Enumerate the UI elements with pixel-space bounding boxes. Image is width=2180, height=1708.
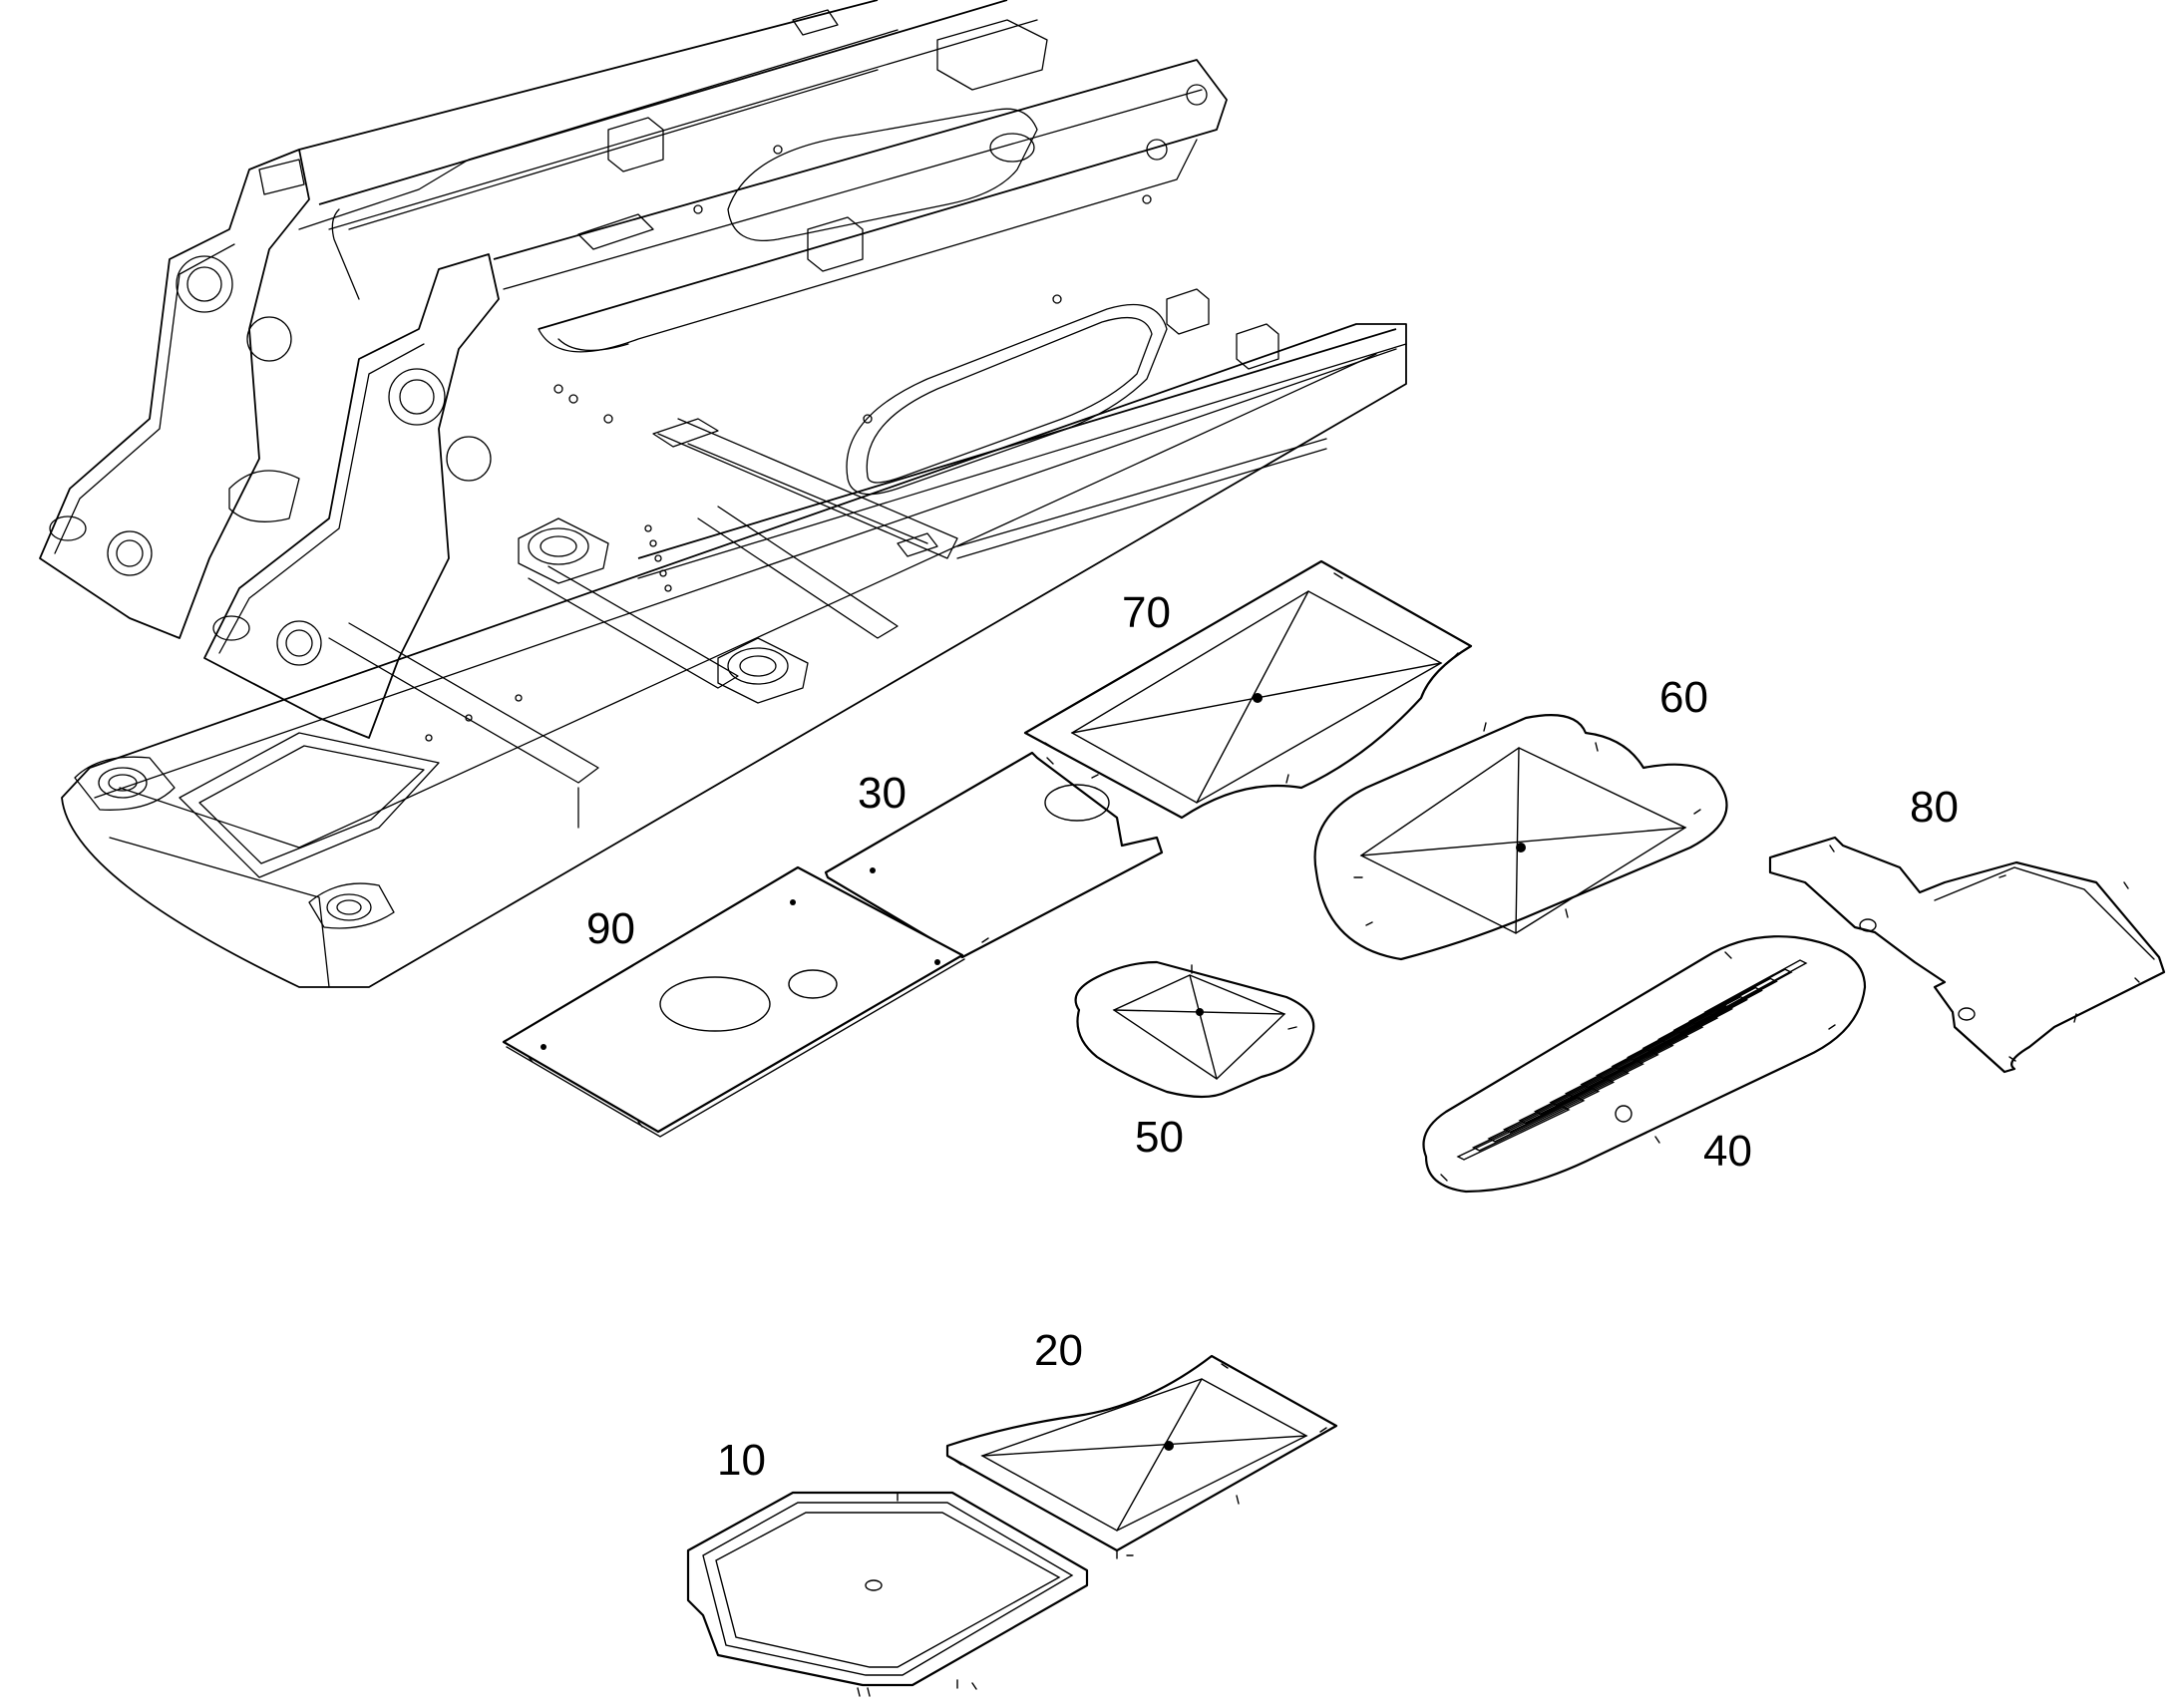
part-20-plate [945, 1354, 1338, 1559]
part-60-plate [1313, 714, 1728, 961]
part-label-10: 10 [717, 1436, 766, 1485]
part-label-50: 50 [1135, 1113, 1184, 1162]
part-label-80: 80 [1910, 783, 1959, 832]
part-90-plate [502, 865, 965, 1138]
grille-slot [1703, 959, 1808, 1016]
part-30-plate [824, 751, 1164, 959]
part-label-30: 30 [858, 769, 907, 818]
part-50-plate [1074, 960, 1315, 1099]
part-label-70: 70 [1122, 588, 1171, 637]
frame-small-holes [425, 145, 1152, 742]
grille-slot [1656, 986, 1763, 1043]
part-label-90: 90 [586, 904, 635, 953]
part-80-plate [1768, 836, 2166, 1074]
part-labels: 70 60 30 80 90 50 40 20 10 [586, 588, 1959, 1485]
part-label-40: 40 [1703, 1127, 1752, 1176]
part-40-grille [1422, 935, 1867, 1194]
grille-slot [1687, 968, 1793, 1025]
part-label-20: 20 [1034, 1326, 1083, 1375]
part-label-60: 60 [1659, 673, 1708, 722]
grille-slots [1456, 959, 1808, 1161]
upper-frame-assembly [39, 0, 1407, 988]
part-10-plate [686, 1491, 1089, 1697]
part-70-plate [1023, 559, 1473, 820]
grille-slot [1672, 977, 1778, 1034]
